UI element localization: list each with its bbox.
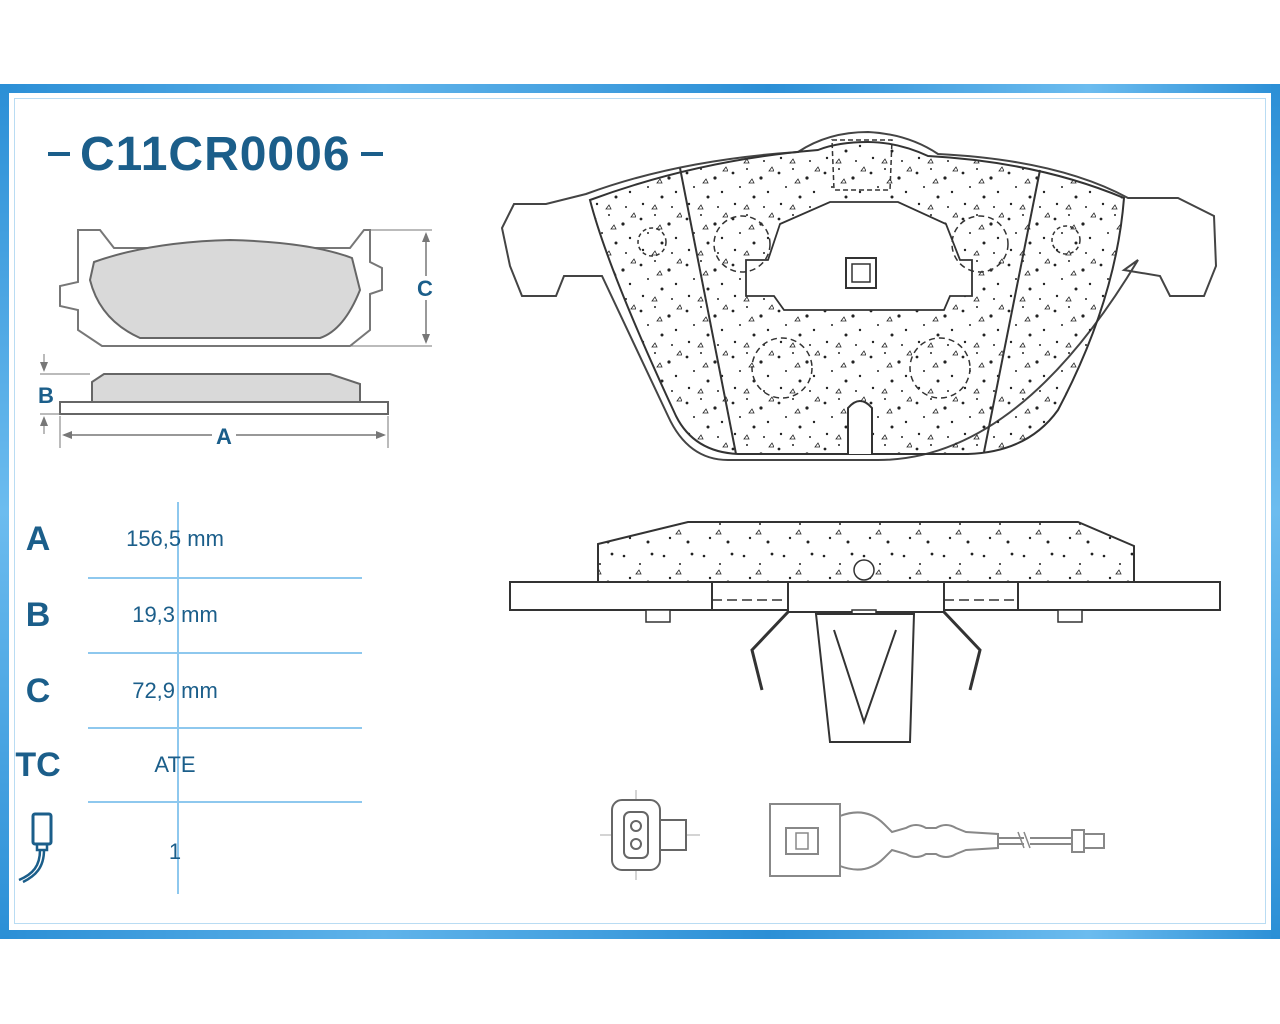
wear-sensor-connector-end — [600, 790, 700, 880]
bottom-notch — [847, 400, 873, 454]
part-number-title: C11CR0006 — [80, 127, 351, 181]
clip-center-block — [787, 581, 945, 613]
dim-b-arrow-top — [40, 362, 48, 372]
clip-square-inner — [851, 263, 871, 283]
tab-right — [1057, 609, 1083, 623]
friction-pad-side — [91, 373, 361, 403]
spec-value: 1 — [168, 839, 182, 864]
spec-row-sensor: 1 — [0, 812, 274, 892]
spec-key — [0, 812, 76, 893]
clip-square — [845, 257, 877, 289]
inner-frame — [14, 98, 1266, 924]
frame-border-top — [0, 84, 1280, 93]
dim-c-arrow-bottom — [422, 334, 430, 344]
spring-clip-v — [833, 629, 897, 726]
table-divider-vertical — [177, 502, 179, 894]
rivet-circle — [751, 337, 813, 399]
dim-c-label: C — [417, 276, 433, 301]
rivet-circle — [909, 337, 971, 399]
side-notch-circle — [853, 559, 875, 581]
wear-sensor-cable — [769, 803, 1105, 877]
spec-value: 19,3 mm — [132, 602, 218, 627]
tab-left — [645, 609, 671, 623]
dim-b-arrow-bottom — [40, 416, 48, 426]
title-block: C11CR0006 — [48, 124, 383, 184]
table-line-1 — [88, 577, 362, 579]
frame-border-bottom — [0, 930, 1280, 939]
spec-value: 156,5 mm — [126, 526, 224, 551]
spec-value: ATE — [154, 752, 196, 777]
rivet-circle — [1051, 225, 1081, 255]
dimension-diagram: C B A — [38, 229, 436, 449]
spring-wire-right — [942, 610, 982, 691]
table-line-2 — [88, 652, 362, 654]
spring-wire-left — [750, 610, 790, 691]
frame-border-left — [0, 84, 9, 939]
spring-clip-body — [814, 613, 916, 743]
spec-row-b: B 19,3 mm — [0, 590, 274, 640]
brake-pad-front-view — [500, 130, 1218, 461]
rivet-circle — [713, 215, 771, 273]
friction-slot-left — [679, 167, 737, 455]
spec-key: B — [25, 595, 51, 634]
spec-key: A — [25, 519, 51, 558]
dim-b-label: B — [38, 383, 54, 408]
dim-a-arrow-right — [376, 431, 386, 439]
dim-a-arrow-left — [62, 431, 72, 439]
dim-c-label-bg — [414, 276, 436, 300]
rivet-circle — [637, 227, 667, 257]
friction-pad-top — [88, 238, 362, 339]
spec-row-a: A 156,5 mm — [0, 514, 274, 564]
dim-a-label-bg — [212, 424, 236, 448]
table-line-3 — [88, 727, 362, 729]
dim-c-arrow-top — [422, 232, 430, 242]
brake-pad-side-view — [509, 521, 1221, 743]
clip-cutout — [745, 201, 973, 311]
spec-value: 72,9 mm — [132, 678, 218, 703]
spec-key: C — [25, 671, 51, 710]
friction-slot-right — [983, 169, 1041, 453]
spec-row-tc: TC ATE — [0, 740, 274, 790]
title-dash-right — [360, 152, 383, 156]
frame-border-right — [1271, 84, 1280, 939]
spec-key: TC — [15, 745, 61, 784]
rivet-circle — [951, 215, 1009, 273]
title-dash-left — [48, 152, 70, 156]
wear-sensor-icon — [18, 812, 53, 883]
backing-plate-side — [59, 401, 389, 415]
table-line-4 — [88, 801, 362, 803]
spec-row-c: C 72,9 mm — [0, 666, 274, 716]
clip-top-bracket — [831, 139, 893, 191]
dim-a-label: A — [216, 424, 232, 449]
